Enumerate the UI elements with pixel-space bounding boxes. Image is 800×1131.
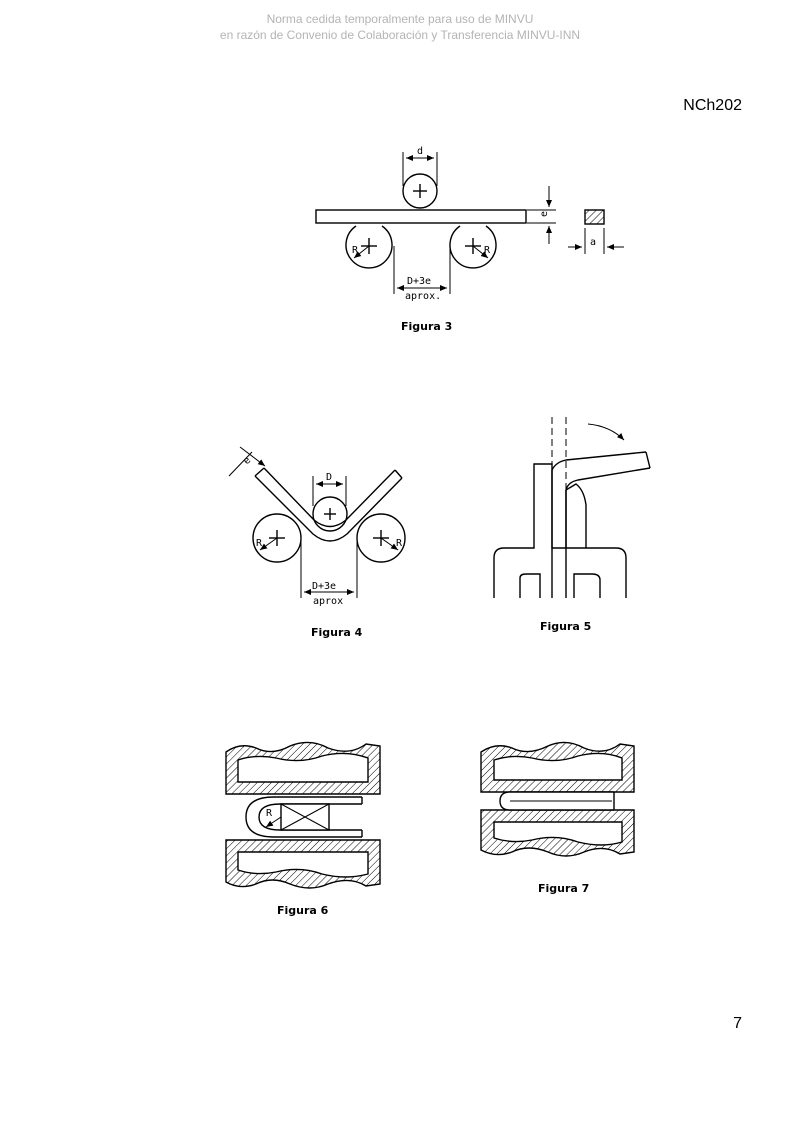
figure-6 bbox=[225, 741, 381, 889]
mandrel-circle bbox=[312, 496, 348, 532]
fig6-label-r: R bbox=[266, 808, 273, 819]
standard-code: NCh202 bbox=[683, 97, 742, 114]
fig3-label-d: d bbox=[417, 146, 423, 157]
fig3-spacing-line1: D+3e bbox=[407, 276, 431, 287]
support-right bbox=[356, 513, 406, 563]
figure-5 bbox=[493, 417, 651, 598]
fig4-spacing-line1: D+3e bbox=[312, 581, 336, 592]
mandrel-circle bbox=[402, 173, 438, 209]
page-number: 7 bbox=[733, 1015, 742, 1032]
fig4-label-e: e bbox=[241, 455, 253, 467]
bent-specimen-outer bbox=[254, 475, 403, 542]
fig4-label-r-right: R bbox=[396, 538, 403, 549]
specimen-bar bbox=[315, 209, 527, 224]
figure-4 bbox=[228, 446, 406, 598]
figure-3-caption: Figura 3 bbox=[401, 320, 452, 333]
figure-4-caption: Figura 4 bbox=[311, 626, 363, 639]
bent-specimen bbox=[551, 451, 647, 598]
fig4-label-d: D bbox=[326, 472, 332, 483]
figure-5-caption: Figura 5 bbox=[540, 620, 591, 633]
u-specimen-outer bbox=[245, 796, 362, 838]
fig3-label-r-right: R bbox=[484, 245, 491, 256]
figure-7 bbox=[480, 741, 635, 857]
support-left bbox=[345, 225, 393, 269]
cross-section bbox=[584, 209, 605, 225]
rotation-arrow bbox=[587, 423, 625, 441]
support-left bbox=[252, 513, 302, 563]
fig4-label-r-left: R bbox=[256, 538, 263, 549]
watermark-line-2: en razón de Convenio de Colaboración y T… bbox=[219, 28, 581, 42]
fig3-spacing-line2: aprox. bbox=[405, 291, 441, 302]
support-right bbox=[449, 225, 497, 269]
vise-body bbox=[493, 463, 627, 598]
figure-3 bbox=[315, 152, 624, 294]
fig4-spacing-line2: aprox bbox=[313, 596, 343, 607]
u-specimen-inner bbox=[258, 803, 362, 831]
fig3-label-e: e bbox=[539, 211, 550, 217]
figure-6-caption: Figura 6 bbox=[277, 904, 329, 917]
fig3-label-r-left: R bbox=[352, 245, 359, 256]
watermark: Norma cedida temporalmente para uso de M… bbox=[0, 11, 800, 43]
figure-7-caption: Figura 7 bbox=[538, 882, 589, 895]
watermark-line-1: Norma cedida temporalmente para uso de M… bbox=[266, 12, 534, 26]
fig3-label-a: a bbox=[590, 237, 596, 248]
